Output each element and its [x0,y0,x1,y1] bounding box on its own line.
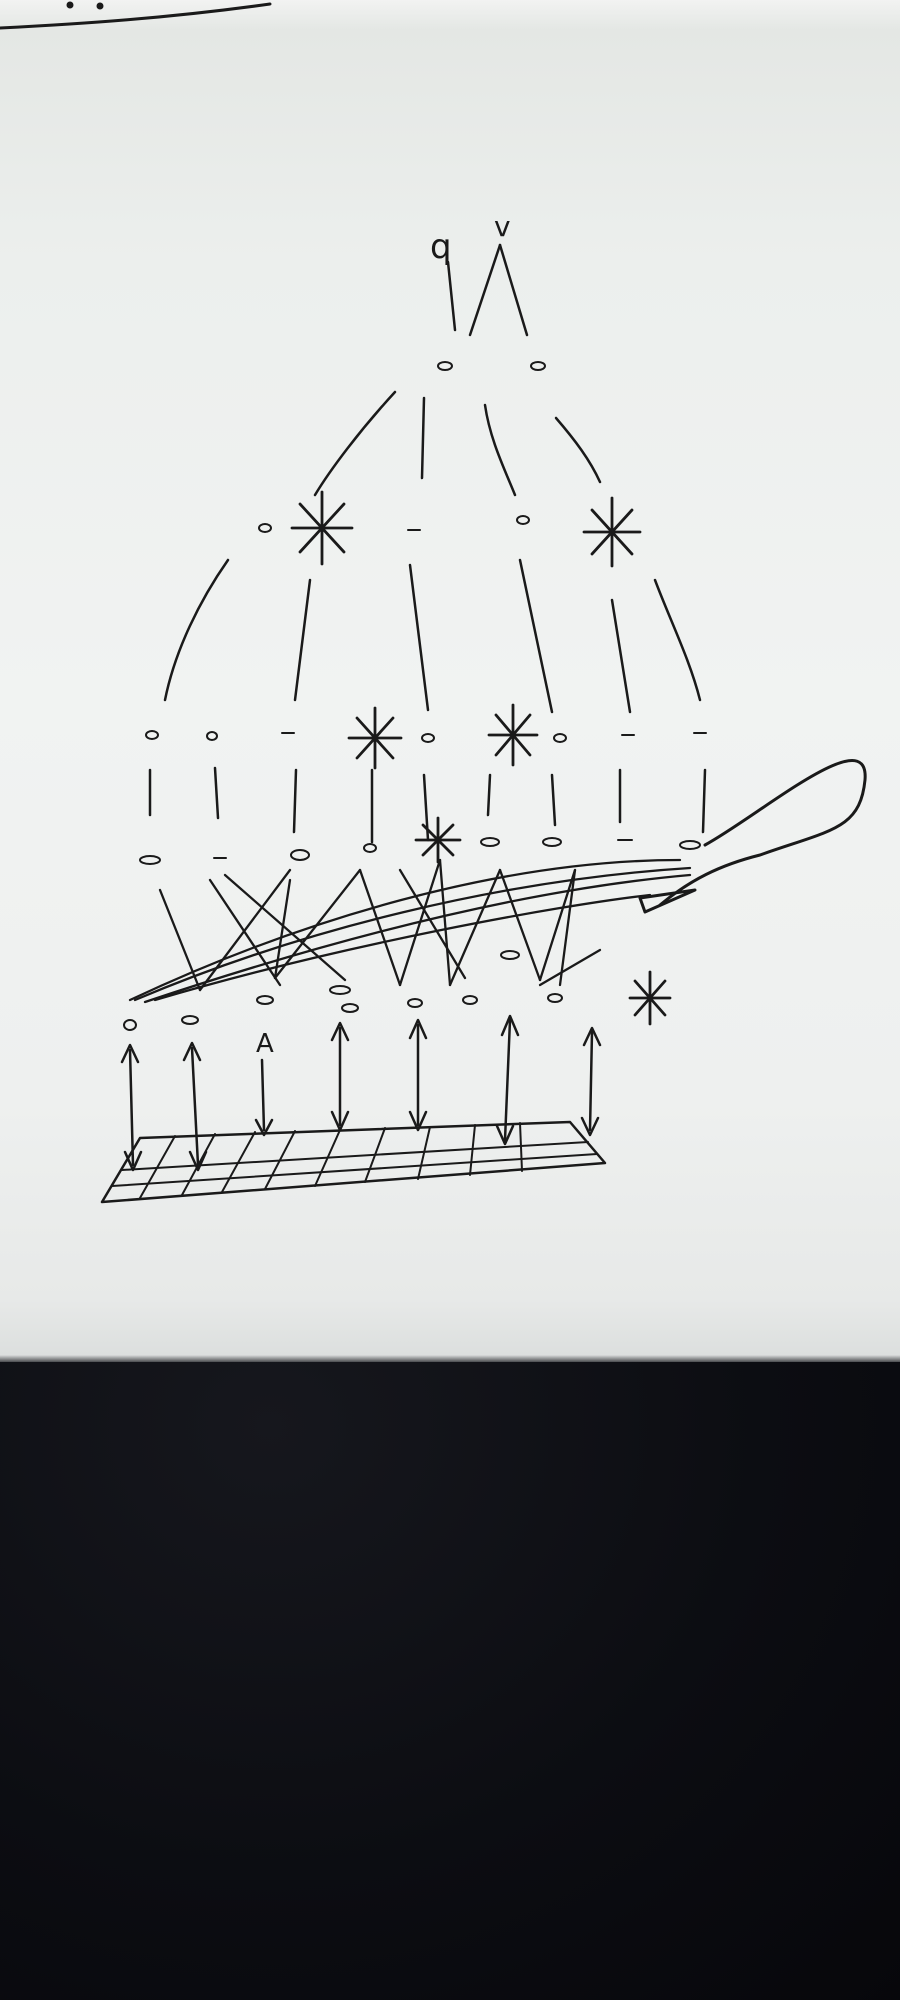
arrow-5 [408,1018,428,1132]
node [181,1015,199,1025]
star-node [628,970,672,1026]
node-row-lower [139,837,701,865]
top-label-q: q [430,227,452,267]
node-row-middle [145,730,707,743]
node [139,855,161,865]
node [407,998,423,1008]
node [542,837,562,847]
node [206,731,218,741]
star-nodes [290,490,672,1026]
node [329,985,351,995]
node-row-bottom [123,950,563,1031]
node [516,515,530,525]
star-node [290,490,354,566]
screen-top-edge [0,0,900,30]
node [290,849,310,861]
cross-connections [128,858,692,1004]
star-node [347,706,403,770]
arrow-6 [495,1014,520,1146]
vertical-arrows [120,1014,602,1172]
node [500,950,520,960]
top-to-upper-lines [313,390,602,497]
arrow-3 [254,1058,274,1137]
star-node [582,496,642,568]
dark-region [0,1362,900,2000]
return-arrow [638,759,867,914]
top-label-v: v [494,210,511,243]
node [437,361,453,371]
node [421,733,435,743]
node [123,1019,137,1031]
arrow-4 [330,1021,350,1132]
perspective-grid [100,1120,607,1204]
node [462,995,478,1005]
star-node [487,703,539,767]
node-row-upper [258,515,530,533]
node [341,1003,359,1013]
middle-to-lower-lines [148,766,707,844]
node-row-top [437,361,546,371]
arrow-7 [580,1026,602,1137]
node [258,523,272,533]
apex-lines [446,243,529,337]
grid-marker-a: A [256,1029,274,1059]
node [256,995,274,1005]
node [679,840,701,850]
node [530,361,546,371]
node [480,837,500,847]
node [547,993,563,1003]
node [553,733,567,743]
screen-corner-strokes [0,1,272,30]
node [145,730,159,740]
star-node [414,816,462,864]
upper-to-middle-lines [163,558,702,714]
node [363,843,377,853]
arrow-2 [182,1041,208,1172]
